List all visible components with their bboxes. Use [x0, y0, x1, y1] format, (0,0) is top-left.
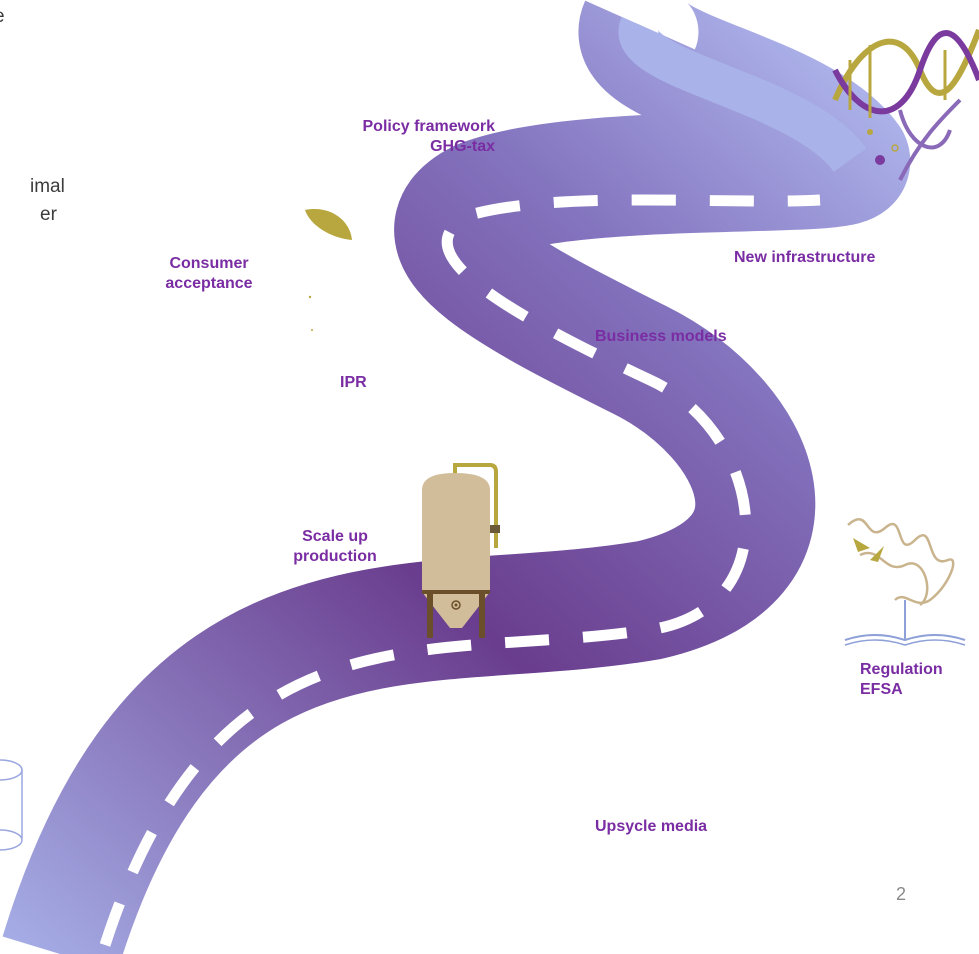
- label-scale-line-1: Scale up: [280, 527, 390, 547]
- label-scale-line-2: production: [280, 547, 390, 567]
- label-upsycle-media: Upsycle media: [595, 817, 707, 837]
- label-policy-line-1: Policy framework: [320, 117, 495, 137]
- label-regulation-efsa: Regulation EFSA: [860, 660, 943, 700]
- label-ipr: IPR: [340, 373, 367, 393]
- label-consumer-line-2: acceptance: [146, 274, 272, 294]
- label-policy-line-2: GHG-tax: [320, 137, 495, 157]
- page-number: 2: [896, 884, 906, 905]
- label-new-infrastructure: New infrastructure: [734, 248, 875, 268]
- clipped-text-line-1: e: [0, 4, 5, 30]
- clipped-text-line-3: er: [40, 202, 57, 228]
- leaf-icon: [305, 209, 352, 331]
- label-infrastructure-line-1: New infrastructure: [734, 248, 875, 268]
- label-regulation-line-2: EFSA: [860, 680, 943, 700]
- label-business-models: Business models: [595, 327, 727, 347]
- label-consumer-line-1: Consumer: [146, 254, 272, 274]
- label-ipr-line-1: IPR: [340, 373, 367, 393]
- label-scale-up-production: Scale up production: [280, 527, 390, 567]
- petri-dish-icon: [0, 760, 22, 850]
- label-regulation-line-1: Regulation: [860, 660, 943, 680]
- label-business-line-1: Business models: [595, 327, 727, 347]
- label-policy-framework: Policy framework GHG-tax: [320, 117, 495, 157]
- label-upsycle-line-1: Upsycle media: [595, 817, 707, 837]
- protein-book-icon: [845, 519, 965, 645]
- clipped-text-line-2: imal: [30, 174, 65, 200]
- label-consumer-acceptance: Consumer acceptance: [146, 254, 272, 294]
